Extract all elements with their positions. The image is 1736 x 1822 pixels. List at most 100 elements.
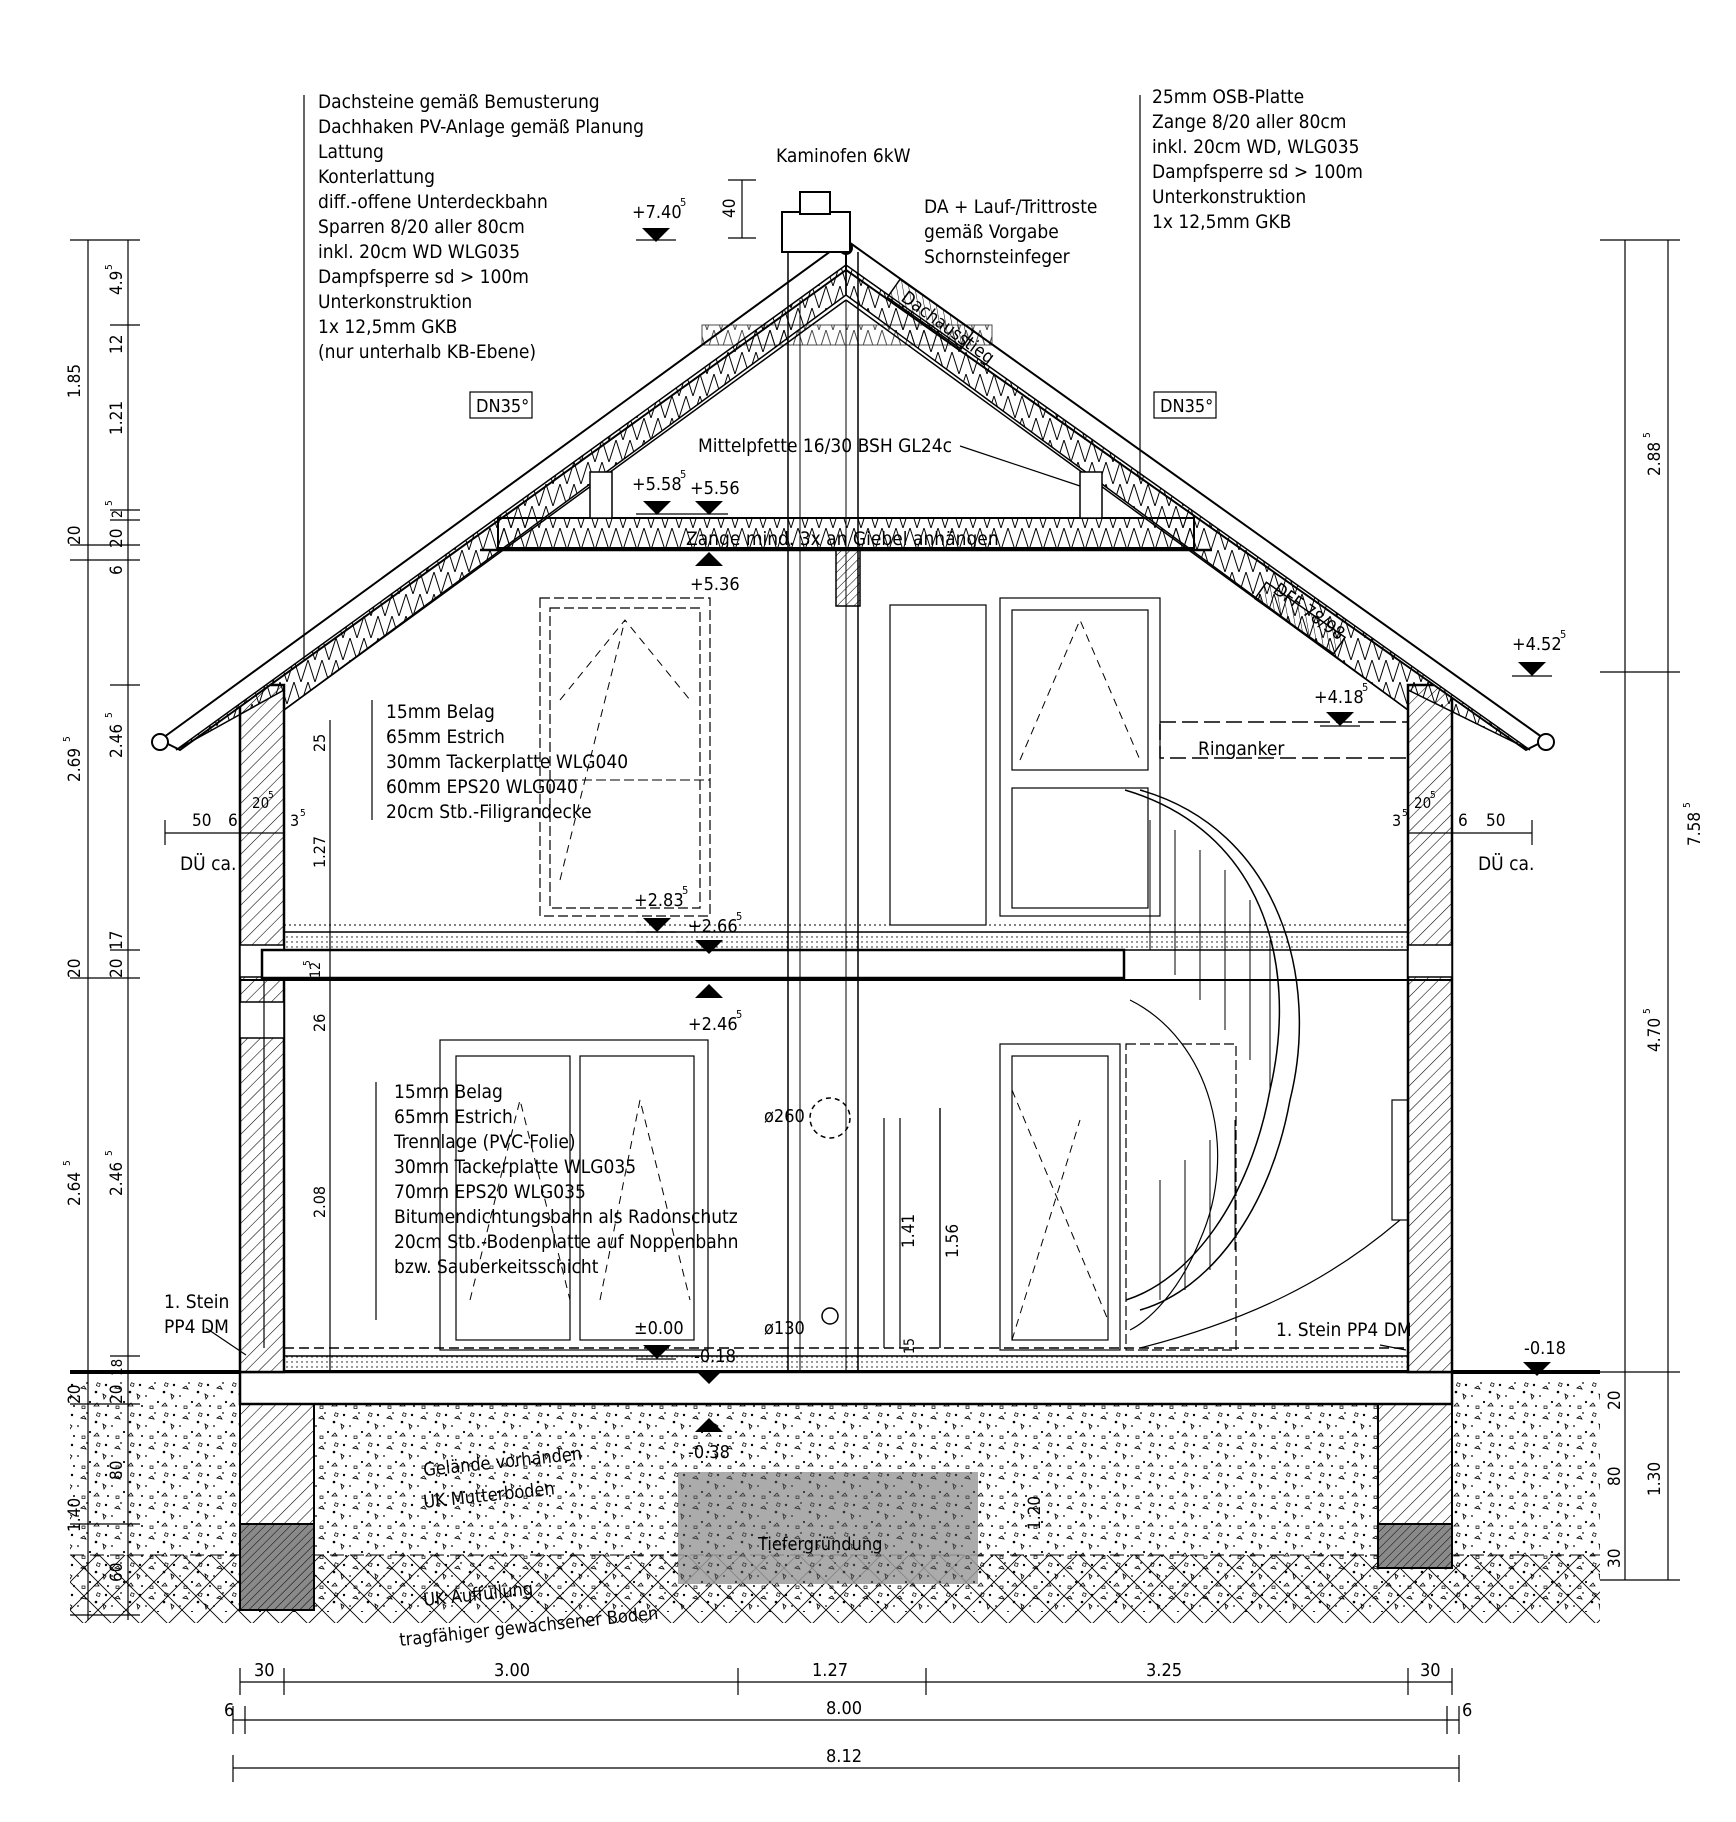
roof-access-label: Schornsteinfeger xyxy=(924,246,1071,268)
svg-text:4.70: 4.70 xyxy=(1645,1018,1665,1052)
level-556: +5.56 xyxy=(690,478,740,499)
svg-text:5: 5 xyxy=(62,1160,73,1166)
svg-text:2.88: 2.88 xyxy=(1645,442,1665,476)
svg-text:25: 25 xyxy=(310,734,329,752)
level-452-sup: 5 xyxy=(1560,628,1566,641)
leaders xyxy=(205,95,1407,1356)
svg-text:12: 12 xyxy=(107,335,127,354)
level-246-sup: 5 xyxy=(736,1008,742,1021)
svg-text:30: 30 xyxy=(1605,1549,1625,1568)
svg-text:20: 20 xyxy=(252,794,269,812)
roof-layer-left: (nur unterhalb KB-Ebene) xyxy=(318,341,536,363)
svg-text:20: 20 xyxy=(65,526,85,545)
first-stone-label-left: PP4 DM xyxy=(164,1316,229,1338)
roof-layer-right: Dampfsperre sd > 100m xyxy=(1152,161,1363,183)
svg-text:5: 5 xyxy=(1642,432,1653,438)
level-minus-018: -0.18 xyxy=(694,1346,736,1367)
svg-text:20: 20 xyxy=(1414,794,1431,812)
ground-floor-layer: Trennlage (PVC-Folie) xyxy=(393,1131,576,1153)
dimension-labels-right: 2.88 5 7.58 5 4.70 5 1.30 20 80 30 3 5 2… xyxy=(1392,432,1705,1568)
roof-pitch-box-left xyxy=(469,391,533,419)
level-558-sup: 5 xyxy=(680,468,686,481)
svg-text:8.12: 8.12 xyxy=(826,1746,862,1767)
level-000: ±0.00 xyxy=(634,1318,684,1339)
roof-pitch-right: DN35° xyxy=(1160,396,1213,417)
roof-pitch-left: DN35° xyxy=(476,396,529,417)
svg-text:5: 5 xyxy=(1430,790,1436,801)
svg-text:4.9: 4.9 xyxy=(107,271,127,295)
svg-text:80: 80 xyxy=(107,1461,127,1480)
upper-floor-layer-list: 15mm Belag 65mm Estrich 30mm Tackerplatt… xyxy=(386,701,628,823)
svg-text:6: 6 xyxy=(1462,1700,1472,1721)
flue-diameter-small: ø130 xyxy=(764,1318,805,1339)
roof-layer-list-left: Dachsteine gemäß Bemusterung Dachhaken P… xyxy=(318,91,644,363)
tie-beam-label: Zange mind. 3x an Giebel anhängen xyxy=(686,528,999,550)
svg-text:1.41: 1.41 xyxy=(899,1214,919,1248)
roof-layer-left: Dachhaken PV-Anlage gemäß Planung xyxy=(318,116,644,138)
roof-layer-left: Dampfsperre sd > 100m xyxy=(318,266,529,288)
upper-floor-layer: 60mm EPS20 WLG040 xyxy=(386,776,578,798)
overhang-label-left: DÜ ca. xyxy=(180,852,236,875)
roof xyxy=(151,238,1555,752)
svg-text:6: 6 xyxy=(224,1700,234,1721)
svg-text:20: 20 xyxy=(65,1385,85,1404)
roof-pitch-box-right xyxy=(1153,391,1217,419)
svg-text:80: 80 xyxy=(1605,1467,1625,1486)
dimension-labels-bottom: 30 3.00 1.27 3.25 30 6 8.00 6 8.12 xyxy=(224,1660,1472,1767)
wall-left xyxy=(238,683,286,1374)
roof-layer-right: 25mm OSB-Platte xyxy=(1152,86,1304,108)
ground-floor-layer: 70mm EPS20 WLG035 xyxy=(394,1181,586,1203)
svg-text:5: 5 xyxy=(104,712,115,718)
svg-text:30: 30 xyxy=(254,1660,275,1681)
level-markers xyxy=(642,228,1551,1432)
svg-text:3: 3 xyxy=(1392,811,1401,830)
svg-text:3: 3 xyxy=(290,811,299,830)
roof-access-label: gemäß Vorgabe xyxy=(924,221,1059,243)
level-283-sup: 5 xyxy=(682,884,688,897)
svg-text:1.30: 1.30 xyxy=(1645,1462,1665,1496)
chimney-height-label: 40 xyxy=(720,199,740,218)
svg-text:5: 5 xyxy=(104,1150,115,1156)
ground-floor-layer: 20cm Stb.-Bodenplatte auf Noppenbahn xyxy=(394,1231,738,1253)
svg-text:5: 5 xyxy=(104,264,115,270)
svg-text:5: 5 xyxy=(302,960,313,966)
ground-floor-layer: Bitumendichtungsbahn als Radonschutz xyxy=(394,1206,738,1228)
svg-text:1.21: 1.21 xyxy=(107,401,127,435)
foundation-right xyxy=(1377,1403,1453,1569)
svg-text:1.20: 1.20 xyxy=(1025,1496,1045,1530)
wall-right xyxy=(1406,683,1454,1374)
svg-text:5: 5 xyxy=(104,500,115,506)
svg-text:2.64: 2.64 xyxy=(65,1172,85,1206)
roof-access-label: DA + Lauf-/Trittroste xyxy=(924,196,1097,218)
svg-text:20: 20 xyxy=(107,1385,127,1404)
svg-text:8.00: 8.00 xyxy=(826,1698,862,1719)
flue-diameter-large: ø260 xyxy=(764,1106,805,1127)
dimension-lines xyxy=(70,179,1680,1782)
ground-floor-layer-list: 15mm Belag 65mm Estrich Trennlage (PVC-F… xyxy=(393,1081,738,1278)
first-stone-label-left: 1. Stein xyxy=(164,1291,229,1313)
upper-floor-layer: 20cm Stb.-Filigrandecke xyxy=(386,801,592,823)
svg-text:20: 20 xyxy=(1605,1391,1625,1410)
level-452: +4.52 xyxy=(1512,634,1562,655)
ground-floor-layer: 65mm Estrich xyxy=(394,1106,513,1128)
roof-layer-left: 1x 12,5mm GKB xyxy=(318,316,457,338)
level-418-sup: 5 xyxy=(1362,681,1368,694)
svg-text:1.27: 1.27 xyxy=(310,836,329,868)
spiral-stair xyxy=(1124,789,1409,1349)
svg-text:7.58: 7.58 xyxy=(1685,812,1705,846)
roof-layer-list-right: 25mm OSB-Platte Zange 8/20 aller 80cm in… xyxy=(1152,86,1363,233)
svg-text:5: 5 xyxy=(1682,802,1693,808)
roof-layer-left: Lattung xyxy=(318,141,384,163)
roof-layer-right: inkl. 20cm WD, WLG035 xyxy=(1152,136,1360,158)
svg-text:2.46: 2.46 xyxy=(107,724,127,758)
svg-text:1.85: 1.85 xyxy=(65,364,85,398)
roof-layer-left: Dachsteine gemäß Bemusterung xyxy=(318,91,600,113)
ground-floor-layer: 15mm Belag xyxy=(394,1081,503,1103)
level-283: +2.83 xyxy=(634,890,684,911)
svg-text:5: 5 xyxy=(1642,1008,1653,1014)
svg-text:50: 50 xyxy=(192,811,211,831)
first-stone-label-right: 1. Stein PP4 DM xyxy=(1276,1319,1412,1341)
roof-layer-left: Konterlattung xyxy=(318,166,435,188)
dimension-labels-inner: 1.41 1.56 15 1.20 xyxy=(899,1214,1045,1530)
svg-text:26: 26 xyxy=(310,1014,329,1032)
